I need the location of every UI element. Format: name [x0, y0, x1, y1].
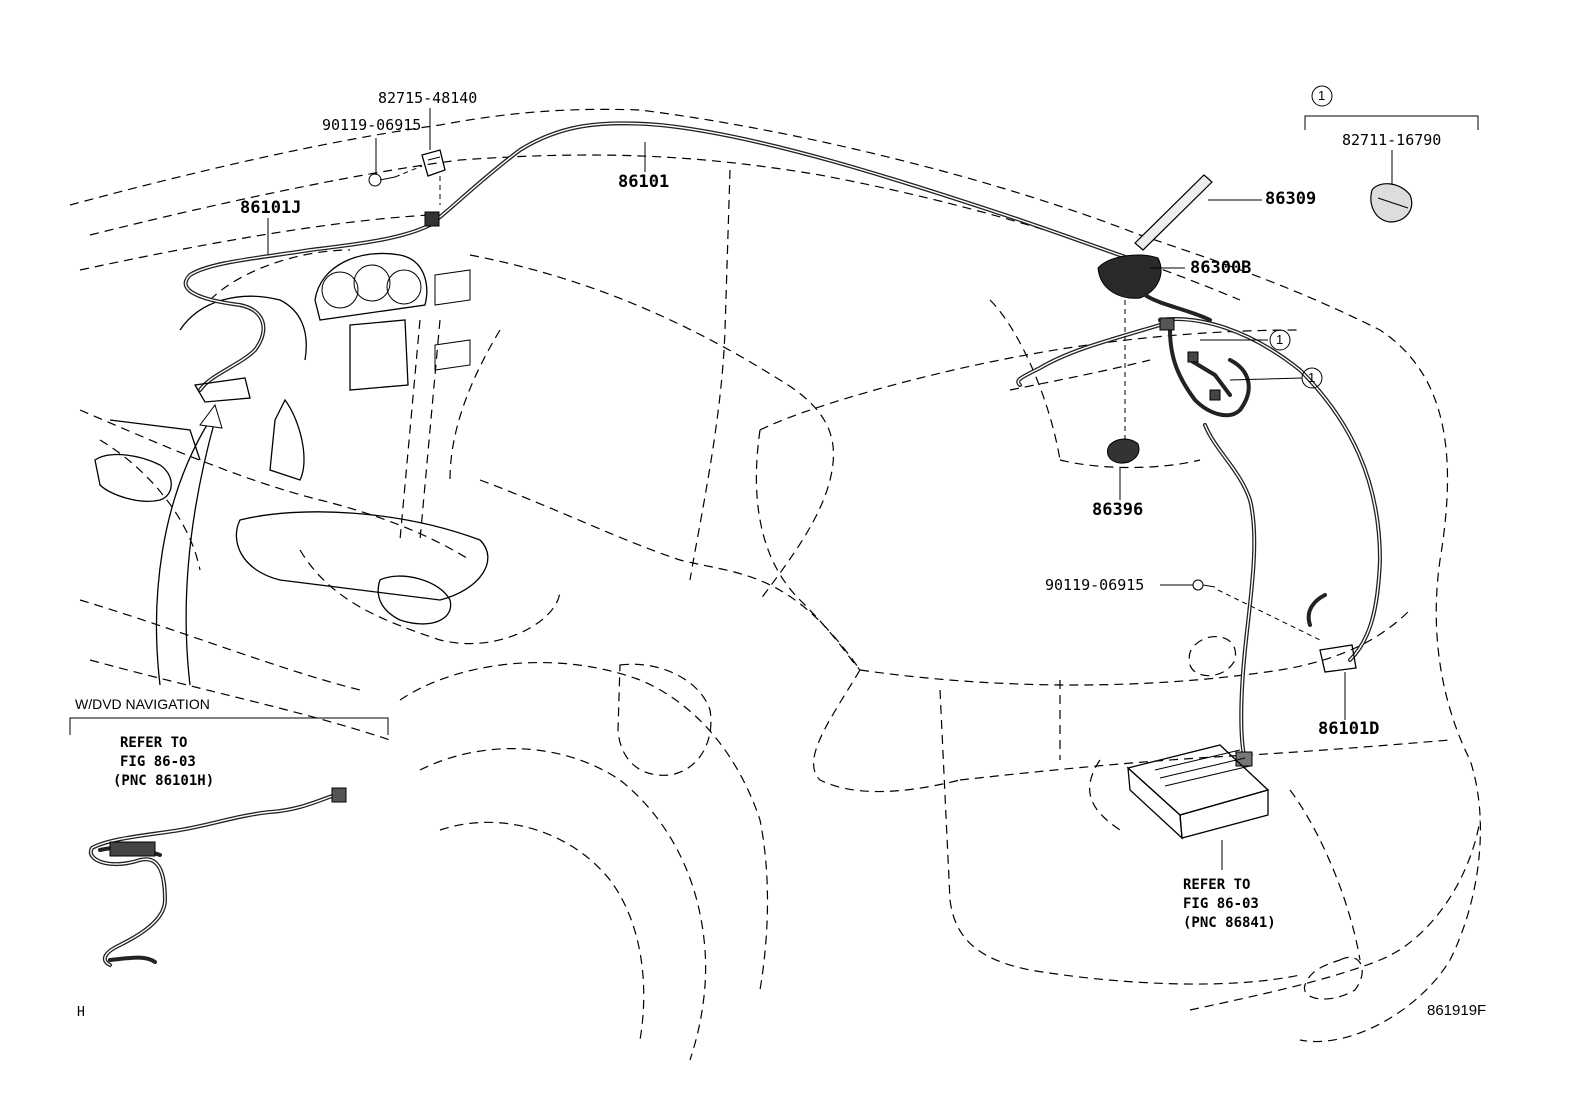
inset-refer-line-1: REFER TO	[120, 735, 188, 751]
nav-refer-line-2: FIG 86-03	[1183, 896, 1259, 912]
bolt-90119-top	[368, 173, 396, 187]
callout-circles	[1269, 85, 1333, 389]
corner-left-mark: H	[77, 1005, 85, 1020]
amplifier-harness	[1016, 317, 1257, 767]
part-label-86101j: 86101J	[240, 198, 302, 218]
navigation-unit	[1126, 744, 1270, 840]
part-label-82715-48140: 82715-48140	[378, 89, 478, 107]
antenna-cable-86101	[428, 121, 1142, 264]
part-label-86396: 86396	[1092, 500, 1144, 520]
callout-number-upper: 1	[1276, 332, 1284, 347]
grommet-86396	[1107, 438, 1140, 464]
part-label-86101: 86101	[618, 172, 670, 192]
leader-lines	[69, 108, 1479, 870]
part-label-90119-top: 90119-06915	[322, 116, 422, 134]
callout-number-legend: 1	[1318, 88, 1326, 103]
bolt-90119-mid	[1192, 579, 1216, 591]
part-label-86300b: 86300B	[1190, 258, 1252, 278]
part-label-82711-16790: 82711-16790	[1342, 131, 1442, 149]
inset-refer-line-3: (PNC 86101H)	[113, 773, 215, 789]
vehicle-body-outline	[69, 108, 1481, 1061]
inset-refer-line-2: FIG 86-03	[120, 754, 196, 770]
antenna-rod-86309	[1134, 174, 1213, 251]
figure-id: 861919F	[1427, 1002, 1487, 1019]
antenna-cable-86101d	[1158, 317, 1383, 673]
antenna-base-86300b	[1097, 254, 1212, 322]
inset-harness-86101h	[88, 787, 347, 967]
instrument-cluster-drawing	[94, 252, 489, 625]
part-label-86101d: 86101D	[1318, 719, 1380, 739]
inset-title: W/DVD NAVIGATION	[75, 696, 210, 712]
antenna-cable-86101j	[183, 211, 440, 403]
part-label-86309: 86309	[1265, 189, 1317, 209]
clip-82711	[1370, 183, 1413, 223]
callout-number-lower: 1	[1308, 370, 1316, 385]
clip-82715	[421, 149, 446, 177]
part-label-90119-mid: 90119-06915	[1045, 576, 1145, 594]
nav-refer-line-3: (PNC 86841)	[1183, 915, 1276, 931]
nav-refer-line-1: REFER TO	[1183, 877, 1251, 893]
